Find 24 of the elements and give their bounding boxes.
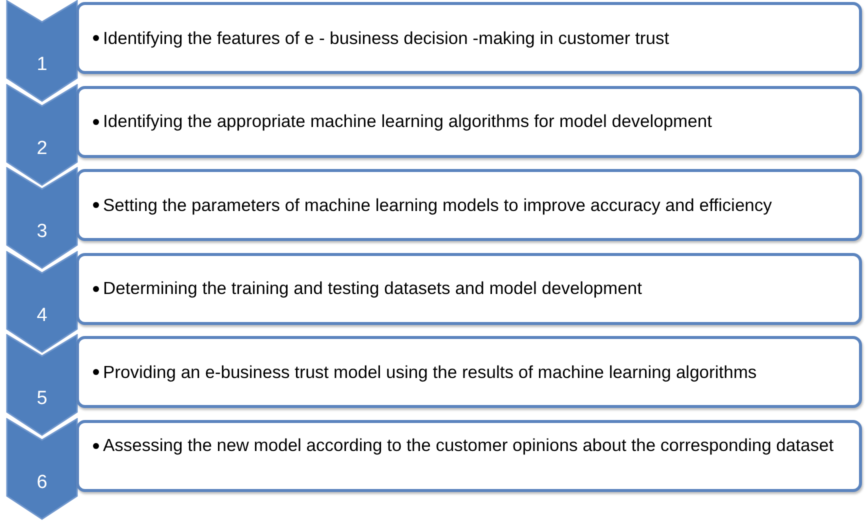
chevron-step — [6, 418, 78, 520]
step-text: Providing an e-business trust model using the results of machine learning algorithms — [103, 362, 757, 383]
step-text: Identifying the appropriate machine learning algorithms for model development — [103, 111, 712, 132]
step-number: 4 — [36, 304, 48, 327]
step-card — [76, 420, 862, 492]
step-text: Identifying the features of e - business decision -making in customer trust — [103, 28, 670, 48]
chevron-step — [6, 0, 78, 102]
step-text: Setting the parameters of machine learning models to improve accuracy and efficiency — [103, 194, 772, 216]
chevron-step — [6, 334, 78, 436]
step-card — [76, 86, 862, 158]
step-card — [76, 336, 862, 408]
chevron-step — [6, 167, 78, 270]
step-card — [76, 2, 862, 74]
chevron-step — [6, 250, 78, 353]
step-number: 6 — [36, 472, 48, 494]
step-number: 1 — [36, 54, 48, 76]
chevron-step — [6, 84, 78, 186]
step-number: 2 — [36, 138, 48, 160]
step-card — [76, 169, 862, 242]
step-card — [76, 252, 862, 325]
step-number: 3 — [36, 221, 48, 244]
step-number: 5 — [36, 388, 48, 410]
step-text: Determining the training and testing datasets and model development — [103, 278, 642, 300]
step-text: Assessing the new model according to the customer opinions about the corresponding dataset — [103, 435, 834, 456]
